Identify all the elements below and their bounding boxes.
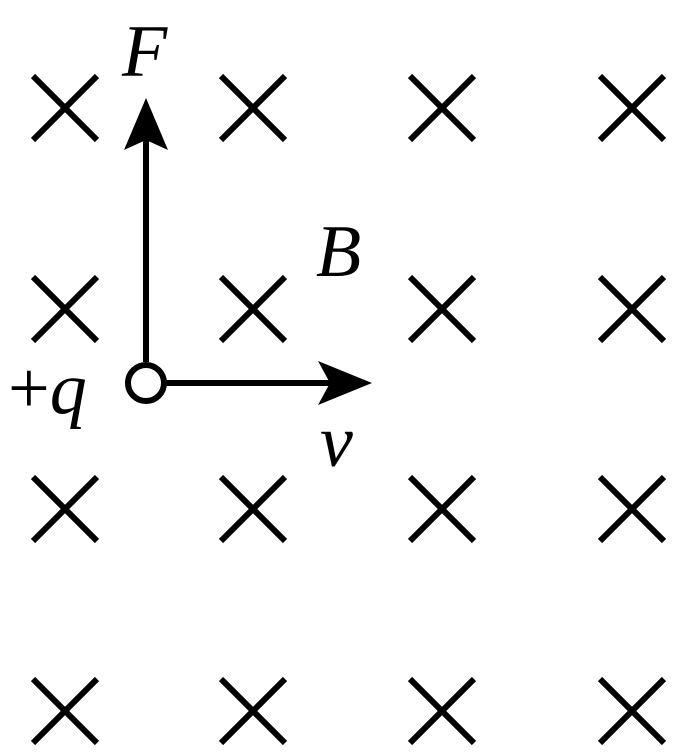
field-cross-icon [218,274,288,344]
force-arrow [124,98,168,362]
force-label: F [121,11,168,93]
field-cross-icon [597,73,667,143]
field-cross-icon [407,274,477,344]
charge-sign: + [8,348,50,430]
charge-symbol: q [50,348,87,430]
field-cross-icon [597,474,667,544]
field-cross-icon [407,474,477,544]
velocity-arrowhead-icon [318,361,372,405]
field-cross-icon [218,73,288,143]
field-cross-icon [30,676,100,746]
field-cross-icon [30,274,100,344]
field-cross-icon [597,676,667,746]
charge-particle-icon [125,362,167,404]
force-arrowhead-icon [124,98,168,150]
field-cross-icon [597,274,667,344]
field-cross-icon [218,676,288,746]
magnetic-field-grid [30,73,667,746]
velocity-label: v [320,401,353,483]
field-cross-icon [407,73,477,143]
charge-label: +q [8,348,87,430]
velocity-arrow [166,361,372,405]
field-label: B [316,211,361,293]
field-cross-icon [407,676,477,746]
field-cross-icon [30,474,100,544]
field-cross-icon [218,474,288,544]
field-cross-icon [30,73,100,143]
